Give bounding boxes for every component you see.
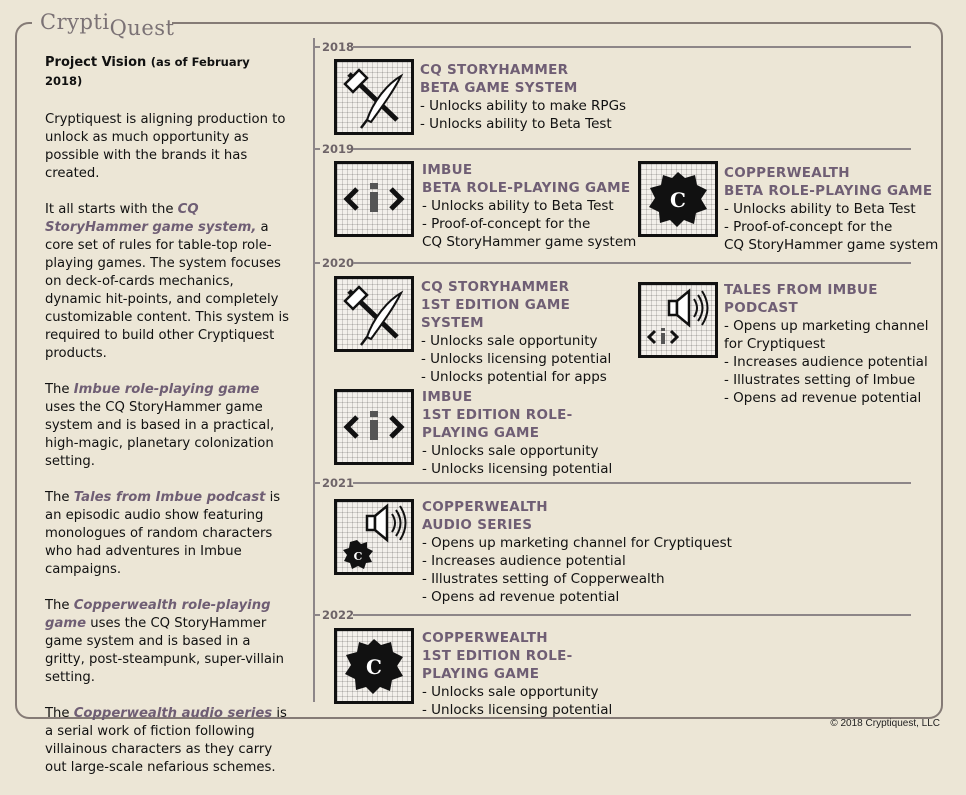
milestone-subtitle: BETA ROLE-PLAYING GAME	[422, 180, 631, 196]
milestone-bullet: - Unlocks ability to Beta Test	[724, 201, 916, 217]
milestone-bullet: - Opens up marketing channel for Cryptiq…	[422, 535, 732, 551]
milestone-bullet: - Unlocks potential for apps	[421, 369, 607, 385]
vision-paragraph-2: It all starts with the CQ StoryHammer ga…	[45, 202, 289, 361]
imbue-logo-icon	[334, 389, 414, 465]
copperwealth-logo-icon: C	[334, 628, 414, 704]
milestone-subtitle: BETA GAME SYSTEM	[420, 80, 578, 96]
logo-part2: Quest	[109, 16, 175, 40]
imbue-logo-icon	[334, 161, 414, 237]
milestone-bullet: - Opens ad revenue potential	[422, 589, 620, 605]
milestone-subtitle: PODCAST	[724, 300, 798, 316]
project-vision-date: (as of February 2018)	[45, 55, 250, 88]
milestone-title: CQ STORYHAMMER	[420, 62, 569, 78]
hammer-quill-icon	[334, 276, 414, 352]
cryptiquest-logo: CryptiQuest	[40, 10, 174, 40]
milestone-subtitle: 1ST EDITION GAME SYSTEM	[421, 297, 571, 331]
milestone-bullet: - Unlocks sale opportunity	[421, 333, 598, 349]
milestone-subtitle: AUDIO SERIES	[422, 517, 533, 533]
milestone-bullet: - Proof-of-concept for the	[422, 216, 591, 232]
speaker-imbue-icon	[638, 282, 718, 358]
milestone-bullet: CQ StoryHammer game system	[422, 234, 637, 250]
milestone-bullet: - Illustrates setting of Copperwealth	[422, 571, 665, 587]
copyright-notice: © 2018 Cryptiquest, LLC	[830, 718, 940, 729]
vision-paragraph-1: Cryptiquest is aligning production to un…	[45, 112, 286, 181]
copperwealth-logo-icon: C	[638, 161, 718, 237]
milestone-bullet: - Unlocks licensing potential	[422, 461, 613, 477]
milestone-title: IMBUE	[422, 389, 473, 405]
milestone-subtitle: 1ST EDITION ROLE-PLAYING GAME	[422, 407, 573, 441]
milestone-bullet: - Illustrates setting of Imbue	[724, 372, 916, 388]
timeline-axis	[313, 38, 315, 702]
milestone-bullet: - Increases audience potential	[422, 553, 626, 569]
project-vision-title: Project Vision (as of February 2018)	[45, 55, 250, 88]
svg-text:C: C	[670, 188, 686, 212]
milestone-bullet: - Increases audience potential	[724, 354, 928, 370]
milestone-bullet: - Unlocks ability to make RPGs	[420, 98, 627, 114]
milestone-title: COPPERWEALTH	[724, 165, 850, 181]
milestone-title: CQ STORYHAMMER	[421, 279, 570, 295]
milestone-bullet: - Proof-of-concept for the	[724, 219, 893, 235]
speaker-copperwealth-icon: C	[334, 499, 414, 575]
vision-paragraph-4: The Tales from Imbue podcast is an episo…	[45, 490, 281, 577]
hammer-quill-icon	[334, 59, 414, 135]
milestone-bullet: CQ StoryHammer game system	[724, 237, 939, 253]
milestone-title: COPPERWEALTH	[422, 630, 548, 646]
vision-paragraph-6: The Copperwealth audio series is a seria…	[45, 706, 287, 775]
svg-text:C: C	[366, 655, 382, 679]
milestone-bullet: - Unlocks sale opportunity	[422, 684, 599, 700]
milestone-bullet: - Unlocks sale opportunity	[422, 443, 599, 459]
milestone-subtitle: 1ST EDITION ROLE-PLAYING GAME	[422, 648, 573, 682]
outer-frame	[15, 22, 943, 719]
milestone-title: IMBUE	[422, 162, 473, 178]
project-vision-panel: Project Vision (as of February 2018) Cry…	[45, 53, 290, 795]
logo-part1: Crypti	[40, 10, 110, 34]
vision-paragraph-3: The Imbue role-playing game uses the CQ …	[45, 382, 275, 469]
milestone-title: TALES FROM IMBUE	[724, 282, 878, 298]
milestone-subtitle: BETA ROLE-PLAYING GAME	[724, 183, 933, 199]
milestone-bullet: - Unlocks ability to Beta Test	[420, 116, 612, 132]
vision-paragraph-5: The Copperwealth role-playing game uses …	[45, 598, 285, 685]
svg-text:C: C	[354, 550, 363, 563]
milestone-bullet: - Opens up marketing channel	[724, 318, 929, 334]
milestone-bullet: - Unlocks licensing potential	[421, 351, 612, 367]
milestone-title: COPPERWEALTH	[422, 499, 548, 515]
milestone-bullet: - Unlocks licensing potential	[422, 702, 613, 718]
milestone-bullet: - Opens ad revenue potential	[724, 390, 922, 406]
milestone-bullet: for Cryptiquest	[724, 336, 826, 352]
milestone-bullet: - Unlocks ability to Beta Test	[422, 198, 614, 214]
